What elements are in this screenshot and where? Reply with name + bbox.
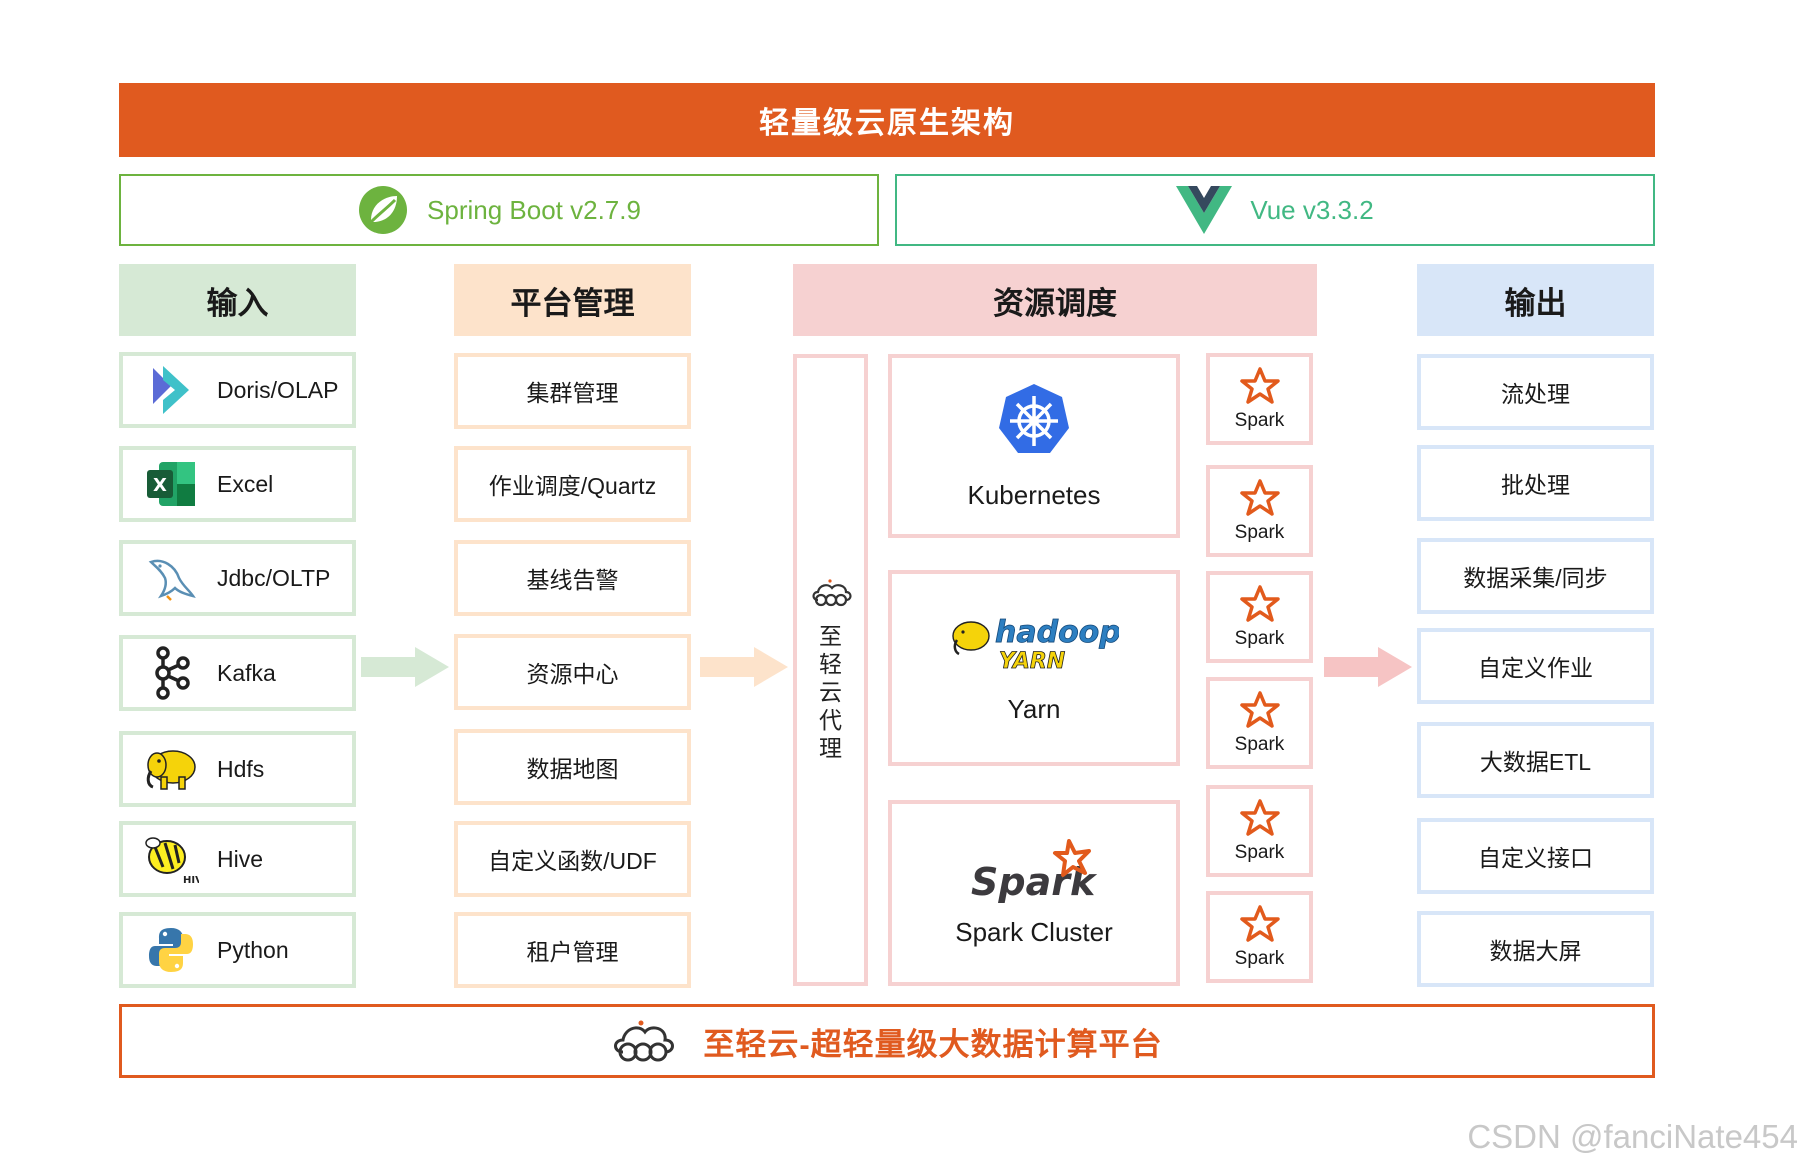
input-item-hive: HIVE Hive (119, 821, 356, 897)
spark-node: Spark (1206, 571, 1313, 663)
spark-node: Spark (1206, 353, 1313, 445)
spark-node-label: Spark (1234, 410, 1285, 431)
spark-star-icon (1239, 585, 1280, 622)
watermark: CSDN @fanciNate454 (1467, 1118, 1798, 1155)
input-item-kafka: Kafka (119, 635, 356, 711)
spark-star-icon (1239, 691, 1280, 728)
vue-logo-icon (1176, 186, 1233, 234)
excel-icon: X (143, 456, 199, 512)
python-icon (143, 922, 199, 978)
output-item-stream: 流处理 (1417, 354, 1654, 430)
platform-item-alert: 基线告警 (454, 540, 691, 616)
spark-star-icon (1239, 479, 1280, 516)
svg-text:YARN: YARN (999, 649, 1065, 672)
proxy-column: 至轻云代理 (793, 354, 868, 986)
svg-text:hadoop: hadoop (995, 615, 1119, 650)
resource-column-header: 资源调度 (793, 264, 1317, 336)
svg-text:HIVE: HIVE (183, 875, 199, 885)
platform-item-data-map: 数据地图 (454, 729, 691, 805)
spark-node-label: Spark (1234, 522, 1285, 543)
spark-logo: Spark (971, 838, 1098, 903)
platform-footer-banner: 至轻云-超轻量级大数据计算平台 (119, 1004, 1655, 1078)
spark-node-label: Spark (1234, 842, 1285, 863)
arrow-resource-to-output-icon (1324, 647, 1412, 687)
spark-node-label: Spark (1234, 948, 1285, 969)
kubernetes-box: Kubernetes (888, 354, 1180, 538)
output-item-sync: 数据采集/同步 (1417, 538, 1654, 614)
input-item-python: Python (119, 912, 356, 988)
platform-item-scheduling: 作业调度/Quartz (454, 446, 691, 522)
hadoop-yarn-logo: hadoop YARN (952, 614, 1119, 672)
spark-node: Spark (1206, 785, 1313, 877)
input-item-label: Hdfs (217, 755, 265, 782)
arrow-input-to-platform-icon (361, 647, 449, 687)
kafka-icon (143, 645, 199, 701)
spark-node-label: Spark (1234, 628, 1285, 649)
spark-node: Spark (1206, 465, 1313, 557)
spark-star-icon (1239, 905, 1280, 942)
kubernetes-icon (999, 383, 1069, 453)
input-item-label: Hive (217, 845, 264, 872)
input-item-excel: X Excel (119, 446, 356, 522)
output-item-batch: 批处理 (1417, 445, 1654, 521)
kubernetes-label: Kubernetes (967, 479, 1101, 510)
hadoop-elephant-icon (143, 741, 199, 797)
input-item-label: Jdbc/OLTP (217, 564, 331, 591)
yarn-label: Yarn (1007, 693, 1061, 724)
input-item-doris: Doris/OLAP (119, 352, 356, 428)
vue-label: Vue v3.3.2 (1250, 194, 1374, 225)
arrow-platform-to-resource-icon (700, 647, 788, 687)
spark-cluster-box: Spark Spark Cluster (888, 800, 1180, 986)
output-column-header: 输出 (1417, 264, 1654, 336)
doris-icon (143, 362, 199, 418)
yarn-box: hadoop YARN Yarn (888, 570, 1180, 766)
zhiqingyun-cloud-icon (811, 579, 852, 607)
footer-title: 至轻云-超轻量级大数据计算平台 (703, 1026, 1163, 1062)
spark-node: Spark (1206, 677, 1313, 769)
output-item-custom-api: 自定义接口 (1417, 818, 1654, 894)
input-item-label: Python (217, 936, 289, 963)
platform-column-header: 平台管理 (454, 264, 691, 336)
platform-item-resource-center: 资源中心 (454, 634, 691, 710)
output-item-etl: 大数据ETL (1417, 722, 1654, 798)
input-item-label: Kafka (217, 659, 276, 686)
platform-item-tenant: 租户管理 (454, 912, 691, 988)
proxy-label: 至轻云代理 (819, 623, 842, 761)
zhiqingyun-cloud-icon (614, 1020, 675, 1062)
input-item-label: Doris/OLAP (217, 376, 339, 403)
spring-boot-label: Spring Boot v2.7.9 (427, 194, 641, 225)
hive-bee-icon: HIVE (143, 831, 199, 887)
platform-item-cluster: 集群管理 (454, 353, 691, 429)
vue-box: Vue v3.3.2 (895, 174, 1655, 246)
input-item-jdbc: Jdbc/OLTP (119, 540, 356, 616)
input-item-label: Excel (217, 470, 274, 497)
spark-node-label: Spark (1234, 734, 1285, 755)
output-item-custom-job: 自定义作业 (1417, 628, 1654, 704)
spark-node: Spark (1206, 891, 1313, 983)
platform-item-udf: 自定义函数/UDF (454, 821, 691, 897)
spark-star-icon (1239, 799, 1280, 836)
output-item-dashboard: 数据大屏 (1417, 911, 1654, 987)
spark-star-icon (1239, 367, 1280, 404)
mysql-dolphin-icon (143, 550, 199, 606)
spring-leaf-icon (359, 186, 408, 234)
architecture-title-banner: 轻量级云原生架构 (119, 83, 1655, 157)
svg-text:X: X (153, 475, 167, 496)
spring-boot-box: Spring Boot v2.7.9 (119, 174, 879, 246)
input-column-header: 输入 (119, 264, 356, 336)
spark-cluster-label: Spark Cluster (955, 916, 1113, 947)
input-item-hdfs: Hdfs (119, 731, 356, 807)
svg-text:Spark: Spark (971, 860, 1098, 903)
